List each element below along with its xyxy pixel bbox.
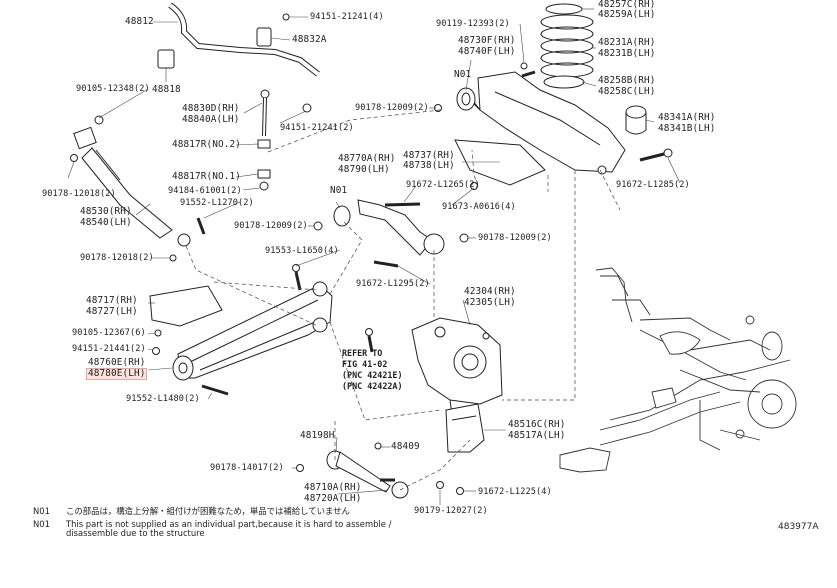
leader-lines: [67, 8, 681, 505]
part-label-90178-12018-a[interactable]: 90178-12018(2): [42, 189, 116, 199]
part-label-48780e-highlighted[interactable]: 48780E(LH): [85, 368, 148, 380]
part-label-48516c[interactable]: 48516C(RH): [508, 419, 566, 430]
part-label-48737[interactable]: 48737(RH): [403, 150, 455, 161]
refer-fig-line3[interactable]: (PNC 42421E): [342, 370, 403, 380]
part-label-91552-l1480[interactable]: 91552-L1480(2): [126, 394, 200, 404]
part-label-48231b[interactable]: 48231B(LH): [598, 48, 656, 59]
part-label-91672-l1285[interactable]: 91672-L1285(2): [616, 180, 690, 190]
part-label-48817r-no1[interactable]: 48817R(NO.1): [172, 171, 241, 182]
part-label-n01-b: N01: [330, 185, 348, 196]
part-label-48727[interactable]: 48727(LH): [86, 306, 138, 317]
part-label-48812[interactable]: 48812: [125, 16, 154, 27]
part-label-48198h[interactable]: 48198H: [300, 430, 335, 441]
part-label-90178-14017[interactable]: 90178-14017(2): [210, 463, 284, 473]
part-label-48258b[interactable]: 48258B(RH): [598, 75, 656, 86]
part-label-48231a[interactable]: 48231A(RH): [598, 37, 656, 48]
part-label-48717[interactable]: 48717(RH): [86, 295, 138, 306]
part-label-48257c[interactable]: 48257C(RH): [598, 0, 656, 10]
part-label-48720a[interactable]: 48720A(LH): [304, 493, 362, 504]
knuckle-bracket-art: [445, 403, 485, 453]
rear-arm-bracket-art: [434, 62, 673, 186]
part-label-42304[interactable]: 42304(RH): [464, 286, 516, 297]
part-label-48832a[interactable]: 48832A: [292, 34, 327, 45]
part-label-90178-12009-d[interactable]: 90178-12009(2): [234, 221, 308, 231]
part-label-48341b[interactable]: 48341B(LH): [658, 123, 716, 134]
refer-fig-line4[interactable]: (PNC 42422A): [342, 381, 403, 391]
shock-absorber-art: [70, 115, 206, 262]
refer-fig-line2[interactable]: FIG 41-02: [342, 359, 388, 369]
footnote-code-jp: N01: [33, 506, 50, 516]
assembly-dashed-lines: [185, 109, 621, 491]
part-label-91672-l1295[interactable]: 91672-L1295(2): [356, 279, 430, 289]
part-label-90105-12348[interactable]: 90105-12348(2): [76, 84, 150, 94]
part-label-48258c[interactable]: 48258C(LH): [598, 86, 656, 97]
lower-control-arm-art: [149, 264, 333, 396]
part-label-48817r-no2[interactable]: 48817R(NO.2): [172, 139, 241, 150]
part-label-48540[interactable]: 48540(LH): [80, 217, 132, 228]
part-label-48818[interactable]: 48818: [152, 84, 181, 95]
rear-knuckle-art: [365, 317, 503, 416]
part-label-90119-12393[interactable]: 90119-12393(2): [436, 19, 510, 29]
part-label-n01-a: N01: [454, 69, 472, 80]
part-label-48341a[interactable]: 48341A(RH): [658, 112, 716, 123]
part-label-48259a[interactable]: 48259A(LH): [598, 9, 656, 20]
part-label-48730f[interactable]: 48730F(RH): [458, 35, 516, 46]
part-label-90178-12018-b[interactable]: 90178-12018(2): [80, 253, 154, 263]
footnote-text-jp: この部品は，構造上分解・組付けが困難なため，単品では補給していません: [66, 506, 350, 516]
part-label-48740f[interactable]: 48740F(LH): [458, 46, 516, 57]
part-label-94151-21241-4[interactable]: 94151-21241(4): [310, 12, 384, 22]
footnote-code-en: N01: [33, 519, 50, 529]
part-label-90105-12367[interactable]: 90105-12367(6): [72, 328, 146, 338]
footnote-text-en-line2: disassemble due to the structure: [66, 528, 205, 538]
part-label-90178-12009-e[interactable]: 90178-12009(2): [478, 233, 552, 243]
part-label-94151-21241-2[interactable]: 94151-21241(2): [280, 123, 354, 133]
part-label-94184-61001[interactable]: 94184-61001(2): [168, 186, 242, 196]
part-label-48530[interactable]: 48530(RH): [80, 206, 132, 217]
part-label-91552-l1270[interactable]: 91552-L1270(2): [180, 198, 254, 208]
overview-illustration: [559, 267, 797, 473]
footnote-text-en-line1: This part is not supplied as an individu…: [66, 519, 392, 529]
part-label-90178-12009-c[interactable]: 90178-12009(2): [355, 103, 429, 113]
part-label-42305[interactable]: 42305(LH): [464, 297, 516, 308]
part-label-48517a[interactable]: 48517A(LH): [508, 430, 566, 441]
part-label-48770a[interactable]: 48770A(RH): [338, 153, 396, 164]
part-label-48710a[interactable]: 48710A(RH): [304, 482, 362, 493]
part-label-91553-l1650[interactable]: 91553-L1650(4): [265, 246, 339, 256]
part-label-48409[interactable]: 48409: [391, 441, 420, 452]
diagram-id: 483977A: [778, 522, 819, 532]
part-label-48760e[interactable]: 48760E(RH): [88, 357, 146, 368]
part-label-91672-l1265[interactable]: 91672-L1265(2): [406, 180, 480, 190]
part-label-48738[interactable]: 48738(LH): [403, 160, 455, 171]
part-label-90179-12027[interactable]: 90179-12027(2): [414, 506, 488, 516]
part-label-91672-l1225[interactable]: 91672-L1225(4): [478, 487, 552, 497]
part-label-48840a[interactable]: 48840A(LH): [182, 114, 240, 125]
stabilizer-link-art: [257, 89, 312, 191]
part-label-94151-21441[interactable]: 94151-21441(2): [72, 344, 146, 354]
refer-fig-line1[interactable]: REFER TO: [342, 348, 383, 358]
part-label-48790[interactable]: 48790(LH): [338, 164, 390, 175]
stabilizer-bar-art: [157, 2, 320, 77]
part-label-91673-a0616[interactable]: 91673-A0616(4): [442, 202, 516, 212]
part-label-48830d[interactable]: 48830D(RH): [182, 103, 240, 114]
